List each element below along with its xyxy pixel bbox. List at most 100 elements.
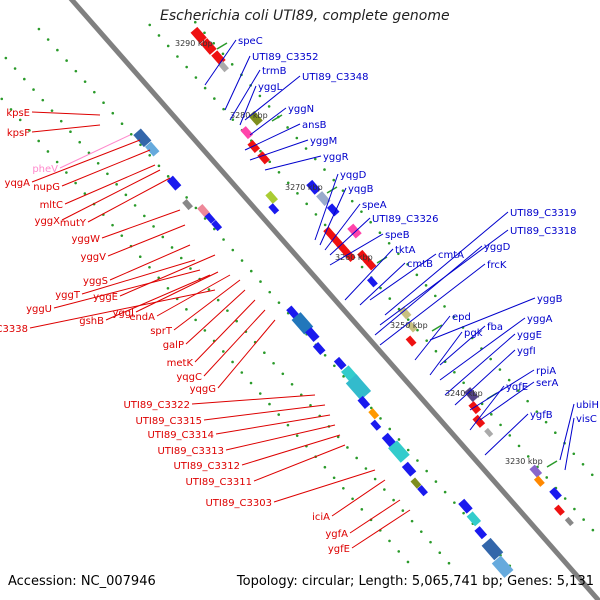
reverse-gene-label: yggI <box>112 308 134 319</box>
gene-feature <box>410 477 422 489</box>
tick-dot <box>433 294 437 298</box>
forward-gene-label: UTI89_C3319 <box>510 208 577 219</box>
reverse-gene-label: yggV <box>81 252 107 263</box>
forward-gene-label: yqgD <box>340 170 367 181</box>
forward-gene-label: yggR <box>323 152 349 163</box>
tick-dot <box>424 284 428 287</box>
tick-dot <box>379 286 382 290</box>
tick-dot <box>120 122 124 126</box>
reverse-gene-label: yqgG <box>190 384 216 395</box>
tick-dot <box>364 467 368 470</box>
forward-gene-label: rpiA <box>536 366 556 377</box>
forward-gene-label: speC <box>238 36 263 47</box>
reverse-leader-line <box>191 394 316 405</box>
tick-dot <box>166 287 170 290</box>
forward-leader-line <box>564 417 575 471</box>
tick-dot <box>258 94 262 98</box>
gene-feature <box>401 461 417 477</box>
label-leader-lines <box>29 39 575 549</box>
forward-gene-label: epd <box>452 312 471 323</box>
tick-dot <box>249 381 253 385</box>
tick-dot <box>415 273 419 277</box>
reverse-leader-line <box>241 434 341 466</box>
tick-dot <box>55 160 59 164</box>
tick-dot <box>295 434 299 437</box>
tick-dot <box>157 164 161 168</box>
kbp-label: 3270 kbp <box>285 183 323 192</box>
reverse-gene-label: yggS <box>83 276 108 287</box>
tick-dot <box>194 206 198 210</box>
tick-dot <box>120 234 124 237</box>
gene-feature <box>240 126 254 140</box>
kbp-label: 3230 kbp <box>505 457 543 466</box>
tick-dot <box>96 161 100 165</box>
reverse-gene-label: yggE <box>93 292 118 303</box>
tick-dot <box>268 402 271 406</box>
reverse-gene-label: yqgA <box>5 178 31 189</box>
tick-dot <box>581 462 585 466</box>
tick-dot <box>69 130 72 134</box>
forward-leader-line <box>484 413 529 456</box>
forward-gene-label: ygfB <box>530 410 553 421</box>
tick-dot <box>443 490 447 494</box>
tick-dot <box>387 241 391 245</box>
reverse-leader-line <box>194 299 256 363</box>
tick-dot <box>332 476 336 480</box>
gene-feature <box>257 151 270 165</box>
gene-feature <box>481 537 504 561</box>
tick-dot <box>388 427 392 431</box>
reverse-gene-label: UTI89_C3313 <box>157 446 224 457</box>
tick-dot <box>194 318 197 322</box>
tick-dot <box>572 452 576 456</box>
reverse-leader-line <box>87 177 171 223</box>
tick-dot <box>185 65 188 69</box>
gene-feature <box>368 408 380 420</box>
tick-dot <box>231 360 234 364</box>
reverse-gene-label: endA <box>129 312 155 323</box>
gene-feature <box>464 387 479 403</box>
kbp-label: 3260 kbp <box>335 253 373 262</box>
tick-dot <box>37 27 41 31</box>
gene-feature <box>211 220 223 232</box>
gene-feature <box>564 516 574 527</box>
tick-dot <box>406 318 410 321</box>
tick-dot <box>296 192 299 195</box>
tick-dot <box>563 497 567 500</box>
tick-dot <box>203 31 206 35</box>
reverse-gene-label: UTI89_C3312 <box>173 461 240 472</box>
tick-dot <box>32 88 35 91</box>
reverse-leader-line <box>53 269 201 309</box>
tick-dot <box>453 501 456 504</box>
tick-dot <box>230 63 234 66</box>
tick-dot <box>438 551 442 554</box>
tick-dot <box>170 246 174 249</box>
tick-dot <box>93 90 96 94</box>
gene-feature <box>333 356 347 370</box>
tick-dot <box>406 448 410 452</box>
forward-gene-label: UTI89_C3352 <box>252 52 319 63</box>
gene-feature <box>472 414 486 428</box>
reverse-leader-line <box>31 124 101 133</box>
reverse-leader-line <box>253 444 346 482</box>
tick-dot <box>323 353 327 357</box>
gene-feature <box>417 485 428 497</box>
tick-dot <box>258 392 262 395</box>
tick-dot <box>111 111 115 115</box>
tick-dot <box>360 265 364 269</box>
gene-feature <box>182 198 194 211</box>
tick-dot <box>148 23 152 27</box>
tick-dot-rows <box>0 20 595 568</box>
tick-dot <box>13 67 17 70</box>
tick-dot <box>161 235 165 239</box>
tick-dot <box>323 465 327 469</box>
tick-dot <box>332 178 336 182</box>
tick-dot <box>259 149 262 153</box>
forward-gene-label: yggL <box>258 82 283 93</box>
reverse-gene-label: yqgC <box>176 372 202 383</box>
tick-dot <box>176 55 179 58</box>
tick-dot <box>406 560 410 564</box>
tick-dot <box>207 288 211 291</box>
tick-dot <box>434 480 438 483</box>
reverse-gene-label: UTI89_C3322 <box>123 400 190 411</box>
tick-dot <box>397 307 401 311</box>
